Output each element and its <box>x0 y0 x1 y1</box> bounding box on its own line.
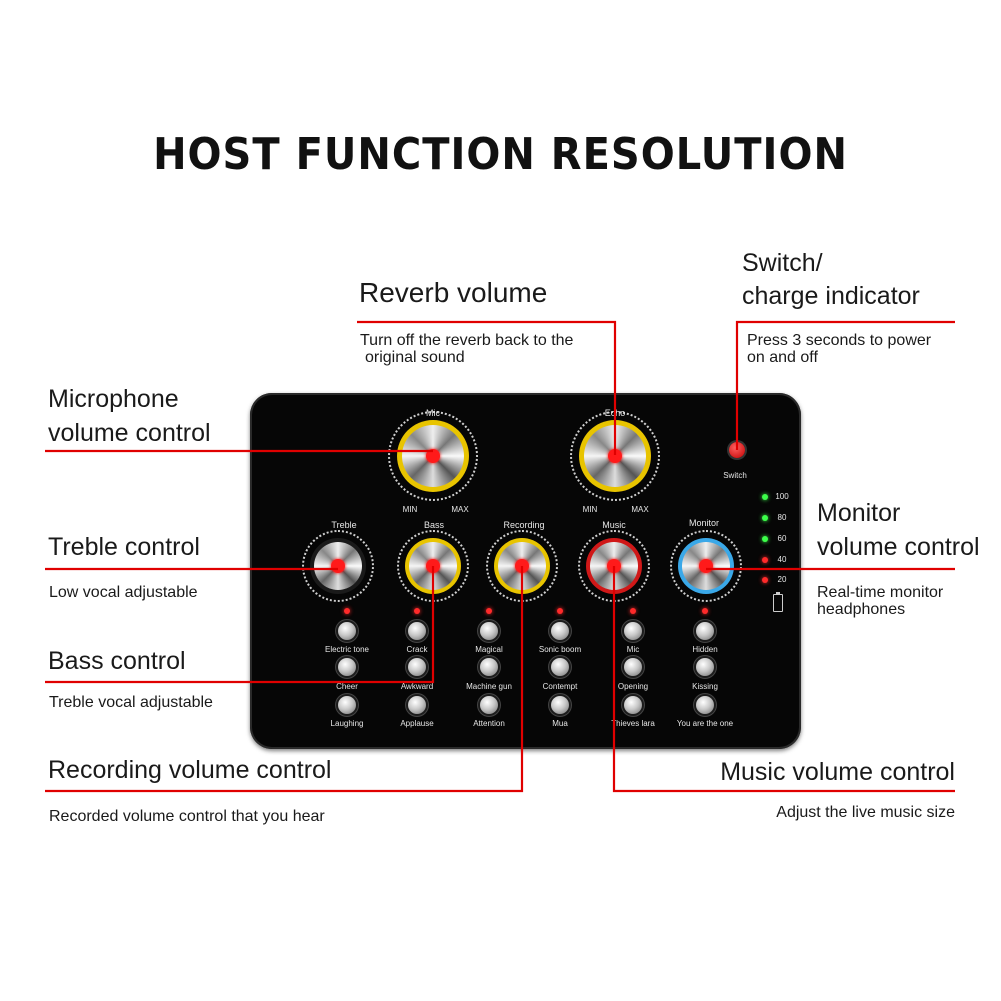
mic-min-label: MIN <box>402 505 418 514</box>
sound-effect-label: Hidden <box>692 645 718 654</box>
sound-effect-button[interactable] <box>480 622 498 640</box>
monitor-desc-line2: headphones <box>817 601 906 618</box>
level-led <box>762 577 768 583</box>
battery-icon <box>773 592 783 612</box>
treble-knob-label: Treble <box>331 520 357 530</box>
music-knob-label: Music <box>602 520 626 530</box>
led-indicator <box>702 608 708 614</box>
switch-label: Switch <box>723 471 747 480</box>
monitor-knob[interactable] <box>670 530 742 602</box>
sound-effect-button[interactable] <box>696 622 714 640</box>
page-title: HOST FUNCTION RESOLUTION <box>153 130 848 180</box>
bass-knob-label: Bass <box>423 520 445 530</box>
recording-knob-label: Recording <box>503 520 545 530</box>
sound-effect-label: Cheer <box>336 682 358 691</box>
sound-effect-label: Opening <box>617 682 649 691</box>
treble-knob[interactable] <box>302 530 374 602</box>
mic-max-label: MAX <box>451 505 469 514</box>
echo-max-label: MAX <box>631 505 649 514</box>
sound-effect-label: Attention <box>473 719 505 728</box>
echo-min-label: MIN <box>582 505 598 514</box>
reverb-desc-line1: Turn off the reverb back to the <box>360 332 574 349</box>
recording-desc: Recorded volume control that you hear <box>49 808 325 825</box>
sound-effect-label: You are the one <box>676 719 734 728</box>
switch-desc-line1: Press 3 seconds to power <box>747 332 932 349</box>
monitor-heading-line1: Monitor <box>817 499 901 527</box>
level-led <box>762 515 768 521</box>
sound-effect-label: Mic <box>626 645 640 654</box>
treble-heading: Treble control <box>48 533 200 561</box>
level-label: 100 <box>775 492 789 501</box>
sound-effect-label: Electric tone <box>324 645 370 654</box>
led-indicator <box>414 608 420 614</box>
reverb-heading: Reverb volume <box>359 277 548 308</box>
level-led <box>762 536 768 542</box>
sound-effect-button[interactable] <box>696 658 714 676</box>
level-label: 60 <box>777 534 787 543</box>
recording-knob[interactable] <box>486 530 558 602</box>
sound-effect-button[interactable] <box>338 696 356 714</box>
level-label: 20 <box>777 575 787 584</box>
power-switch-button[interactable] <box>729 442 745 458</box>
monitor-desc-line1: Real-time monitor <box>817 584 944 601</box>
sound-effect-label: Crack <box>406 645 428 654</box>
monitor-heading-line2: volume control <box>817 533 980 561</box>
sound-effect-label: Awkward <box>400 682 434 691</box>
sound-effect-label: Mua <box>552 719 568 728</box>
sound-effect-label: Thieves lara <box>611 719 655 728</box>
sound-effect-button[interactable] <box>624 696 642 714</box>
music-knob[interactable] <box>578 530 650 602</box>
mic-knob[interactable] <box>388 411 478 501</box>
music-desc: Adjust the live music size <box>776 804 955 821</box>
sound-effect-label: Kissing <box>692 682 718 691</box>
switch-heading-line1: Switch/ <box>742 249 823 277</box>
sound-effect-label: Magical <box>475 645 503 654</box>
sound-effect-label: Sonic boom <box>538 645 582 654</box>
sound-effect-button[interactable] <box>480 696 498 714</box>
sound-effect-button[interactable] <box>551 622 569 640</box>
switch-heading-line2: charge indicator <box>742 282 920 310</box>
echo-knob-label: Echo <box>604 408 626 418</box>
mic-knob-label: Mic <box>426 408 440 418</box>
reverb-desc-line2: original sound <box>365 349 465 366</box>
sound-effect-button[interactable] <box>696 696 714 714</box>
level-led <box>762 557 768 563</box>
echo-knob[interactable] <box>570 411 660 501</box>
sound-effect-button[interactable] <box>408 696 426 714</box>
sound-effect-button[interactable] <box>338 622 356 640</box>
led-indicator <box>344 608 350 614</box>
led-indicator <box>486 608 492 614</box>
sound-effect-button[interactable] <box>551 696 569 714</box>
bass-desc: Treble vocal adjustable <box>49 694 213 711</box>
sound-effect-label: Contempt <box>542 682 578 691</box>
led-indicator <box>557 608 563 614</box>
level-led <box>762 494 768 500</box>
recording-heading: Recording volume control <box>48 756 332 784</box>
sound-effect-button[interactable] <box>480 658 498 676</box>
sound-effect-button[interactable] <box>338 658 356 676</box>
music-heading: Music volume control <box>720 758 955 786</box>
bass-knob[interactable] <box>397 530 469 602</box>
sound-effect-label: Applause <box>400 719 434 728</box>
led-indicator <box>630 608 636 614</box>
sound-effect-label: Machine gun <box>466 682 512 691</box>
switch-desc-line2: on and off <box>747 349 818 366</box>
monitor-knob-label: Monitor <box>688 518 720 528</box>
level-label: 40 <box>777 555 787 564</box>
sound-effect-label: Laughing <box>330 719 364 728</box>
level-label: 80 <box>777 513 787 522</box>
microphone-heading-line2: volume control <box>48 419 211 447</box>
sound-effect-button[interactable] <box>624 622 642 640</box>
bass-heading: Bass control <box>48 647 186 675</box>
sound-effect-button[interactable] <box>408 622 426 640</box>
microphone-heading-line1: Microphone <box>48 385 179 413</box>
treble-desc: Low vocal adjustable <box>49 584 198 601</box>
sound-effect-button[interactable] <box>551 658 569 676</box>
sound-effect-button[interactable] <box>624 658 642 676</box>
sound-effect-button[interactable] <box>408 658 426 676</box>
